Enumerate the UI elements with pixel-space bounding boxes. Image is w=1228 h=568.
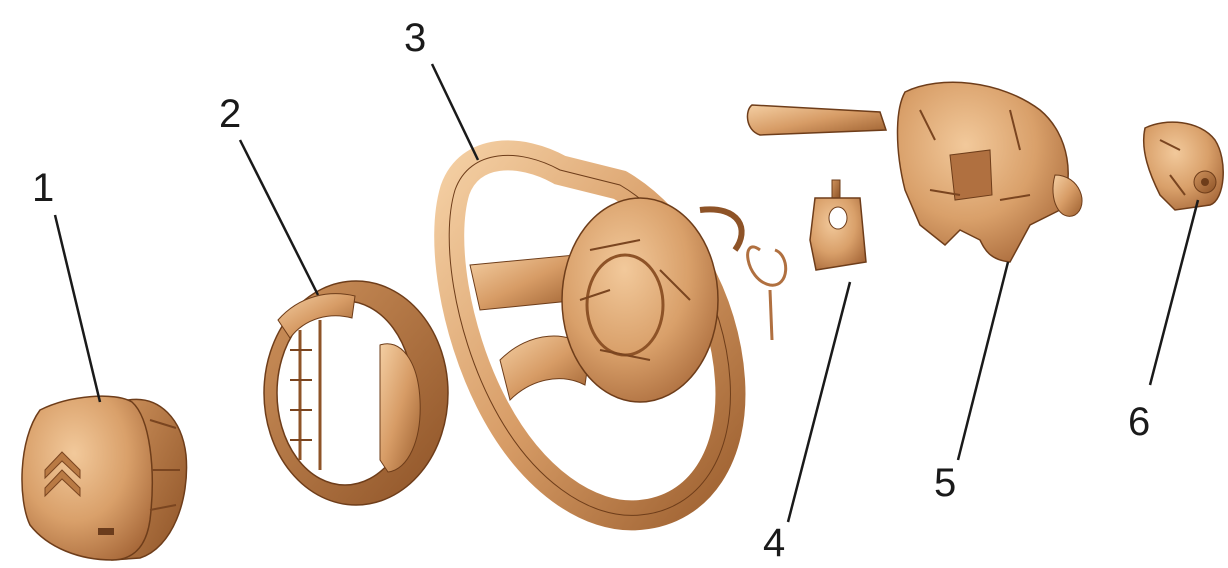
leader-line-6 [1150,200,1198,385]
callout-number-3: 3 [404,18,426,58]
part-4-angle-sensor [810,180,866,270]
leader-line-5 [958,262,1008,460]
callout-number-1: 1 [32,168,54,208]
leader-line-2 [240,140,318,295]
part-6-ignition-switch [1144,122,1224,210]
leader-line-1 [55,215,100,402]
callout-number-4: 4 [763,523,785,563]
leader-line-4 [788,282,850,522]
callout-number-5: 5 [934,463,956,503]
part-3-steering-wheel [449,155,785,515]
part-1-airbag-cover [22,396,187,560]
callout-number-2: 2 [219,94,241,134]
callout-number-6: 6 [1128,402,1150,442]
part-2-clock-spring [264,281,448,505]
part-5-switch-assembly [747,82,1082,262]
leader-line-3 [432,64,478,160]
